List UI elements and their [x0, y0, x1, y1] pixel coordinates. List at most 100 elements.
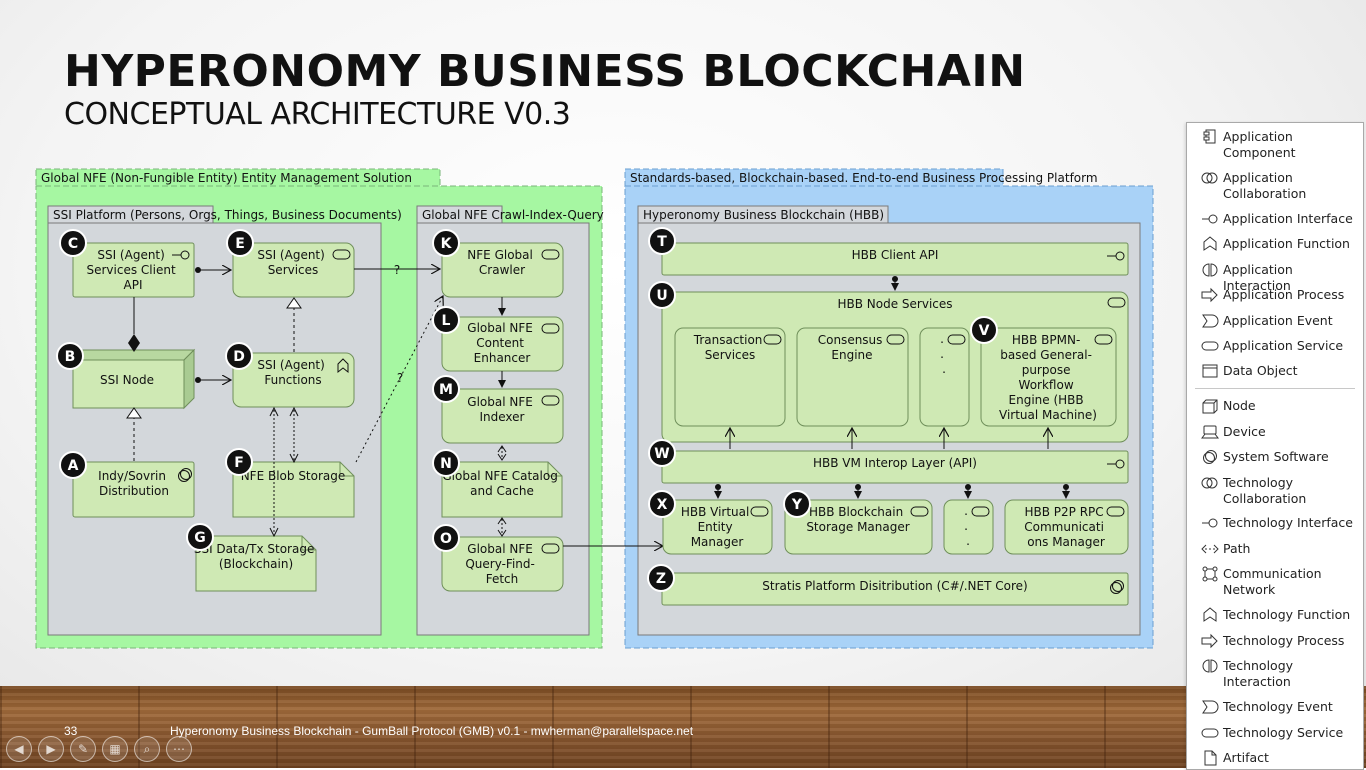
- palette-item-application-interaction[interactable]: Application Interaction: [1201, 262, 1361, 294]
- palette-item-application-process[interactable]: Application Process: [1201, 287, 1361, 303]
- badge-u: U: [648, 281, 676, 309]
- palette-item-technology-service[interactable]: Technology Service: [1201, 725, 1361, 741]
- slide-subtitle: CONCEPTUAL ARCHITECTURE V0.3: [64, 97, 571, 132]
- palette-item-artifact[interactable]: Artifact: [1201, 750, 1361, 766]
- svg-text:SSI (Agent) Functions: SSI (Agent) Functions: [257, 358, 328, 387]
- palette-item-technology-interface[interactable]: Technology Interface: [1201, 515, 1361, 531]
- palette-item-technology-event[interactable]: Technology Event: [1201, 699, 1361, 715]
- palette-item-application-function[interactable]: Application Function: [1201, 236, 1361, 252]
- palette-item-label: Application Interface: [1223, 211, 1353, 226]
- hbb-client-api[interactable]: HBB Client API: [661, 242, 1129, 276]
- previous-slide-button[interactable]: ◀: [6, 736, 32, 762]
- element-text-line: .: [966, 534, 970, 548]
- palette-item-technology-interaction[interactable]: Technology Interaction: [1201, 658, 1361, 690]
- palette-item-label: Application Collaboration: [1223, 170, 1307, 201]
- technology-function-icon: [1203, 607, 1217, 622]
- palette-item-application-event[interactable]: Application Event: [1201, 313, 1361, 329]
- ellipsis-manager[interactable]: . . .: [943, 499, 994, 555]
- badge-w: W: [648, 439, 676, 467]
- ellipsis-service[interactable]: . . .: [919, 327, 970, 427]
- palette-item-node[interactable]: Node: [1201, 398, 1361, 414]
- global-nfe-query-find-fetch[interactable]: Global NFE Query-Find- Fetch: [441, 536, 564, 592]
- device-icon: [1201, 425, 1219, 439]
- ssi-functions[interactable]: SSI (Agent) Functions: [232, 352, 355, 408]
- global-nfe-catalog-cache[interactable]: Global NFE Catalog and Cache: [441, 461, 563, 518]
- palette-item-technology-function[interactable]: Technology Function: [1201, 607, 1361, 623]
- hbb-bpmn-workflow-engine[interactable]: HBB BPMN- based General- purpose Workflo…: [980, 327, 1117, 427]
- element-text-line: .: [964, 504, 968, 518]
- palette-item-label: Path: [1223, 541, 1251, 556]
- ssi-node[interactable]: SSI Node: [71, 348, 196, 410]
- element-text-line: Crawler: [479, 263, 525, 277]
- more-options-button[interactable]: ⋯: [166, 736, 192, 762]
- global-nfe-indexer[interactable]: Global NFE Indexer: [441, 388, 564, 444]
- hbb-vm-interop-layer[interactable]: HBB VM Interop Layer (API): [661, 450, 1129, 484]
- ssi-services-client-api[interactable]: SSI (Agent) Services Client API: [72, 242, 195, 298]
- node-icon: [1202, 399, 1218, 414]
- element-text-line: Transaction: [693, 333, 763, 347]
- palette-item-application-service[interactable]: Application Service: [1201, 338, 1361, 354]
- badge-b: B: [56, 342, 84, 370]
- element-text-line: ons Manager: [1027, 535, 1105, 549]
- palette-item-technology-process[interactable]: Technology Process: [1201, 633, 1361, 649]
- element-text-line: .: [940, 347, 944, 361]
- ssi-data-tx-storage[interactable]: SSI Data/Tx Storage (Blockchain): [194, 535, 318, 592]
- element-text-line: NFE Blob Storage: [241, 469, 346, 483]
- badge-letter: C: [68, 236, 78, 252]
- next-slide-button[interactable]: ▶: [38, 736, 64, 762]
- ssi-services[interactable]: SSI (Agent) Services: [232, 242, 355, 298]
- svg-text:Transaction Services: Transaction Services: [693, 333, 766, 362]
- consensus-engine[interactable]: Consensus Engine: [796, 327, 909, 427]
- palette-item-technology-collaboration[interactable]: Technology Collaboration: [1201, 475, 1361, 507]
- badge-letter: Y: [791, 497, 803, 513]
- p2p-rpc-communications-manager[interactable]: HBB P2P RPC Communicati ons Manager: [1004, 499, 1129, 555]
- element-text-line: SSI (Agent): [257, 248, 324, 262]
- relation-dot: [892, 276, 898, 282]
- palette-item-application-component[interactable]: Application Component: [1201, 129, 1361, 161]
- palette-item-communication-network[interactable]: Communication Network: [1201, 566, 1361, 598]
- element-text-line: Global NFE: [467, 321, 533, 335]
- nfe-global-crawler[interactable]: NFE Global Crawler: [441, 242, 564, 298]
- palette-item-label: System Software: [1223, 449, 1329, 464]
- badge-letter: U: [656, 288, 667, 304]
- application-process-icon: [1201, 287, 1218, 303]
- application-interaction-icon: [1202, 263, 1218, 277]
- palette-item-application-collaboration[interactable]: Application Collaboration: [1201, 170, 1361, 202]
- service-icon: [541, 323, 560, 334]
- palette-item-system-software[interactable]: System Software: [1201, 449, 1361, 465]
- indy-sovrin-distribution[interactable]: Indy/Sovrin Distribution: [72, 461, 195, 518]
- stratis-platform-distribution[interactable]: Stratis Platform Disitribution (C#/.NET …: [661, 572, 1129, 606]
- svg-text:HBB P2P RPC Communicati: HBB P2P RPC Communicati ons Manager: [1024, 505, 1107, 549]
- edge-label: ?: [394, 263, 400, 277]
- badge-x: X: [648, 490, 676, 518]
- element-text-line: Distribution: [99, 484, 169, 498]
- nfe-blob-storage[interactable]: NFE Blob Storage: [232, 461, 355, 518]
- element-text-line: Services: [268, 263, 319, 277]
- blockchain-storage-manager[interactable]: HBB Blockchain Storage Manager: [784, 499, 933, 555]
- badge-letter: E: [235, 236, 245, 252]
- communication-network-icon: [1202, 566, 1218, 582]
- ssi-platform-label: SSI Platform (Persons, Orgs, Things, Bus…: [53, 208, 402, 222]
- global-nfe-content-enhancer[interactable]: Global NFE Content Enhancer: [441, 316, 564, 372]
- palette-item-device[interactable]: Device: [1201, 424, 1361, 440]
- transaction-services[interactable]: Transaction Services: [674, 327, 786, 427]
- pen-tool-button[interactable]: ✎: [70, 736, 96, 762]
- element-text-line: Communicati: [1024, 520, 1104, 534]
- badge-d: D: [225, 342, 253, 370]
- palette-item-label: Data Object: [1223, 363, 1298, 378]
- service-icon: [763, 334, 782, 345]
- palette-item-application-interface[interactable]: Application Interface: [1201, 211, 1361, 227]
- zoom-button[interactable]: ⌕: [134, 736, 160, 762]
- path-icon: [1201, 544, 1219, 554]
- service-icon: [947, 334, 966, 345]
- artifact-icon: [1204, 750, 1217, 766]
- element-text-line: Engine (HBB: [1009, 393, 1084, 407]
- virtual-entity-manager[interactable]: HBB Virtual Entity Manager: [662, 499, 773, 555]
- interface-icon: [1107, 251, 1125, 261]
- badge-letter: O: [440, 531, 452, 547]
- palette-item-data-object[interactable]: Data Object: [1201, 363, 1361, 379]
- palette-item-path[interactable]: Path: [1201, 541, 1361, 557]
- svg-text:HBB BPMN- based General-: HBB BPMN- based General- purpose Workflo…: [999, 333, 1097, 422]
- see-all-slides-button[interactable]: ▦: [102, 736, 128, 762]
- svg-text:SSI (Agent) Services Cli: SSI (Agent) Services Client API: [87, 248, 180, 292]
